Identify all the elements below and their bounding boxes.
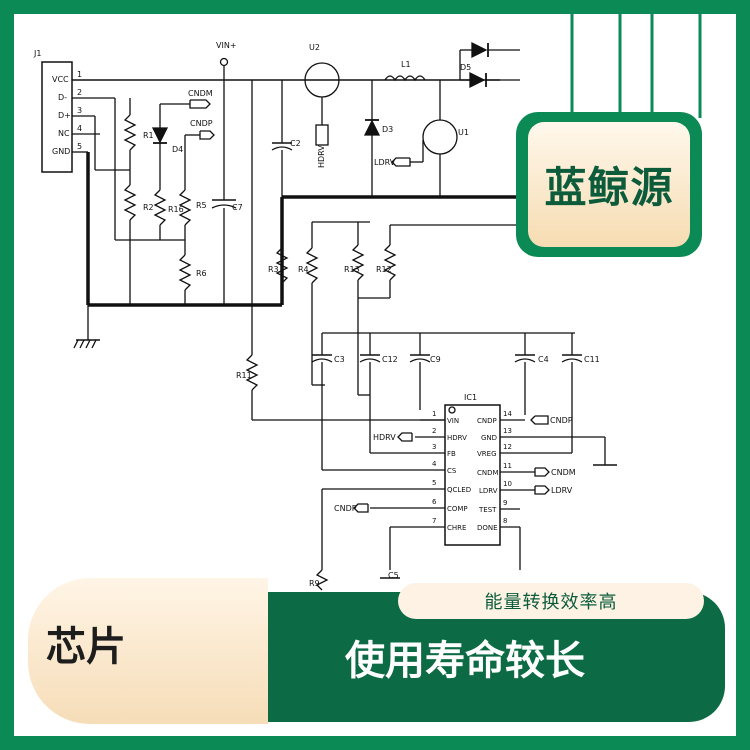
ic-pin-vin: VIN: [447, 417, 459, 425]
r1-label: R1: [143, 131, 154, 140]
net-hdrv-vertical: HDRV: [317, 145, 326, 168]
feature-tag-label: 能量转换效率高: [484, 592, 618, 613]
vin-label: VIN+: [216, 41, 237, 50]
pin-d-plus: D+: [58, 111, 71, 120]
connector-ref: J1: [33, 49, 41, 58]
connector-j1-body: [41, 61, 73, 173]
r16-label: R16: [168, 205, 184, 214]
r11-label: R11: [236, 371, 252, 380]
ic-pin-hdrv: HDRV: [447, 434, 467, 442]
ic-num-9: 9: [503, 499, 507, 507]
r13-label: R13: [344, 265, 360, 274]
brand-card-inner: 蓝鲸源: [528, 122, 690, 247]
ic-num-8: 8: [503, 517, 507, 525]
l1-label: L1: [401, 60, 411, 69]
ic-num-3: 3: [432, 443, 436, 451]
d3-label: D3: [382, 125, 393, 134]
r4-label: R4: [298, 265, 309, 274]
c7-label: C7: [232, 203, 243, 212]
category-label: 芯片: [46, 624, 126, 670]
pin-d-minus: D-: [58, 93, 67, 102]
net-hdrv: HDRV: [373, 433, 396, 442]
c12-label: C12: [382, 355, 398, 364]
net-cndp-top: CNDP: [190, 119, 213, 128]
c9-label: C9: [430, 355, 441, 364]
ic-num-6: 6: [432, 498, 437, 506]
ic-pin-comp: COMP: [447, 505, 468, 513]
r5-label: R5: [196, 201, 207, 210]
pin-num-4: 4: [77, 124, 82, 133]
feature-tag: 能量转换效率高: [398, 583, 704, 619]
r12-label: R12: [376, 265, 392, 274]
brand-card: 蓝鲸源: [516, 112, 702, 257]
d5-label: D5: [460, 63, 471, 72]
c2-label: C2: [290, 139, 301, 148]
pin-num-3: 3: [77, 106, 82, 115]
ic-num-12: 12: [503, 443, 512, 451]
u1-label: U1: [458, 128, 469, 137]
ic-pin-cndm: CNDM: [477, 469, 499, 477]
ic-pin-vreg: VREG: [477, 450, 497, 458]
r2-label: R2: [143, 203, 154, 212]
ic-num-7: 7: [432, 517, 436, 525]
r6-label: R6: [196, 269, 207, 278]
r9-label: R9: [309, 579, 320, 588]
feature-headline: 使用寿命较长: [345, 638, 585, 684]
c5-label: C5: [388, 571, 399, 580]
ic-pin-ldrv: LDRV: [479, 487, 498, 495]
brand-name: 蓝鲸源: [544, 163, 674, 212]
ic-num-10: 10: [503, 480, 512, 488]
ic-pin-chre: CHRE: [447, 524, 466, 532]
c11-label: C11: [584, 355, 600, 364]
pin-num-5: 5: [77, 142, 82, 151]
d4-label: D4: [172, 145, 183, 154]
c4-label: C4: [538, 355, 549, 364]
ic-pin-gnd: GND: [481, 434, 497, 442]
ic-num-14: 14: [503, 410, 512, 418]
ic-num-13: 13: [503, 427, 512, 435]
net-cndp-left: CNDP: [334, 504, 357, 513]
pin-num-2: 2: [77, 88, 82, 97]
u2-label: U2: [309, 43, 320, 52]
ic-pin-test: TEST: [478, 506, 497, 514]
ic-pin-qcled: QCLED: [447, 486, 471, 494]
net-cndp-right: CNDP: [550, 416, 573, 425]
c3-label: C3: [334, 355, 345, 364]
net-ldrv-right: LDRV: [551, 486, 573, 495]
ic-num-1: 1: [432, 410, 436, 418]
net-ldrv-top: LDRV: [374, 158, 396, 167]
ic1-label: IC1: [464, 393, 477, 402]
pin-num-1: 1: [77, 70, 82, 79]
ic-pin-cs: CS: [447, 467, 457, 475]
net-cndm-right: CNDM: [551, 468, 576, 477]
net-cndm-top: CNDM: [188, 89, 213, 98]
ic-num-4: 4: [432, 460, 437, 468]
pin-gnd: GND: [52, 147, 70, 156]
ic-num-2: 2: [432, 427, 436, 435]
pin-nc: NC: [58, 129, 70, 138]
ic-pin-done: DONE: [477, 524, 498, 532]
category-badge: [28, 578, 268, 724]
ic-pin-fb: FB: [447, 450, 456, 458]
pin-vcc: VCC: [52, 75, 69, 84]
r3-label: R3: [268, 265, 279, 274]
ic-num-5: 5: [432, 479, 436, 487]
ic-num-11: 11: [503, 462, 512, 470]
ic-pin-cndp: CNDP: [477, 417, 497, 425]
